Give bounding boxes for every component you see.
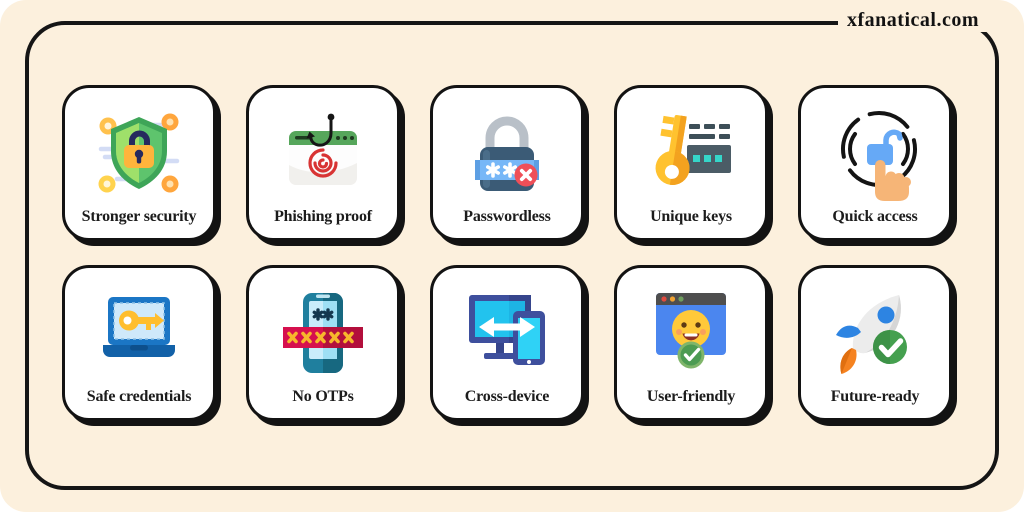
feature-grid: Stronger security	[62, 85, 952, 421]
shield-lock-icon	[90, 96, 188, 209]
feature-card-user-friendly: User-friendly	[614, 265, 768, 421]
feature-card-phishing-proof: Phishing proof	[246, 85, 400, 241]
feature-label: Stronger security	[81, 208, 197, 225]
feature-card-unique-keys: Unique keys	[614, 85, 768, 241]
feature-label: User-friendly	[646, 388, 736, 405]
feature-card-no-otps: No OTPs	[246, 265, 400, 421]
feature-card-passwordless: Passwordless	[430, 85, 584, 241]
feature-card-quick-access: Quick access	[798, 85, 952, 241]
feature-label: Unique keys	[650, 208, 732, 225]
phone-otp-blocked-icon	[274, 276, 372, 389]
feature-label: Quick access	[832, 208, 918, 225]
feature-label: No OTPs	[292, 388, 354, 405]
feature-card-stronger-security: Stronger security	[62, 85, 216, 241]
brand-label: xfanatical.com	[838, 9, 988, 32]
tap-unlock-icon	[826, 96, 924, 209]
key-server-icon	[642, 96, 740, 209]
feature-card-future-ready: Future-ready	[798, 265, 952, 421]
feature-label: Safe credentials	[86, 388, 192, 405]
rocket-check-icon	[826, 276, 924, 389]
feature-card-cross-device: Cross-device	[430, 265, 584, 421]
feature-label: Passwordless	[463, 208, 551, 225]
outer-frame-border	[25, 21, 999, 490]
laptop-key-icon	[90, 276, 188, 389]
feature-label: Future-ready	[830, 388, 920, 405]
devices-sync-icon	[458, 276, 556, 389]
feature-label: Cross-device	[464, 388, 550, 405]
feature-card-safe-credentials: Safe credentials	[62, 265, 216, 421]
password-lock-crossed-icon	[458, 96, 556, 209]
smiley-browser-check-icon	[642, 276, 740, 389]
phishing-hook-browser-icon	[274, 96, 372, 209]
feature-label: Phishing proof	[274, 208, 372, 225]
